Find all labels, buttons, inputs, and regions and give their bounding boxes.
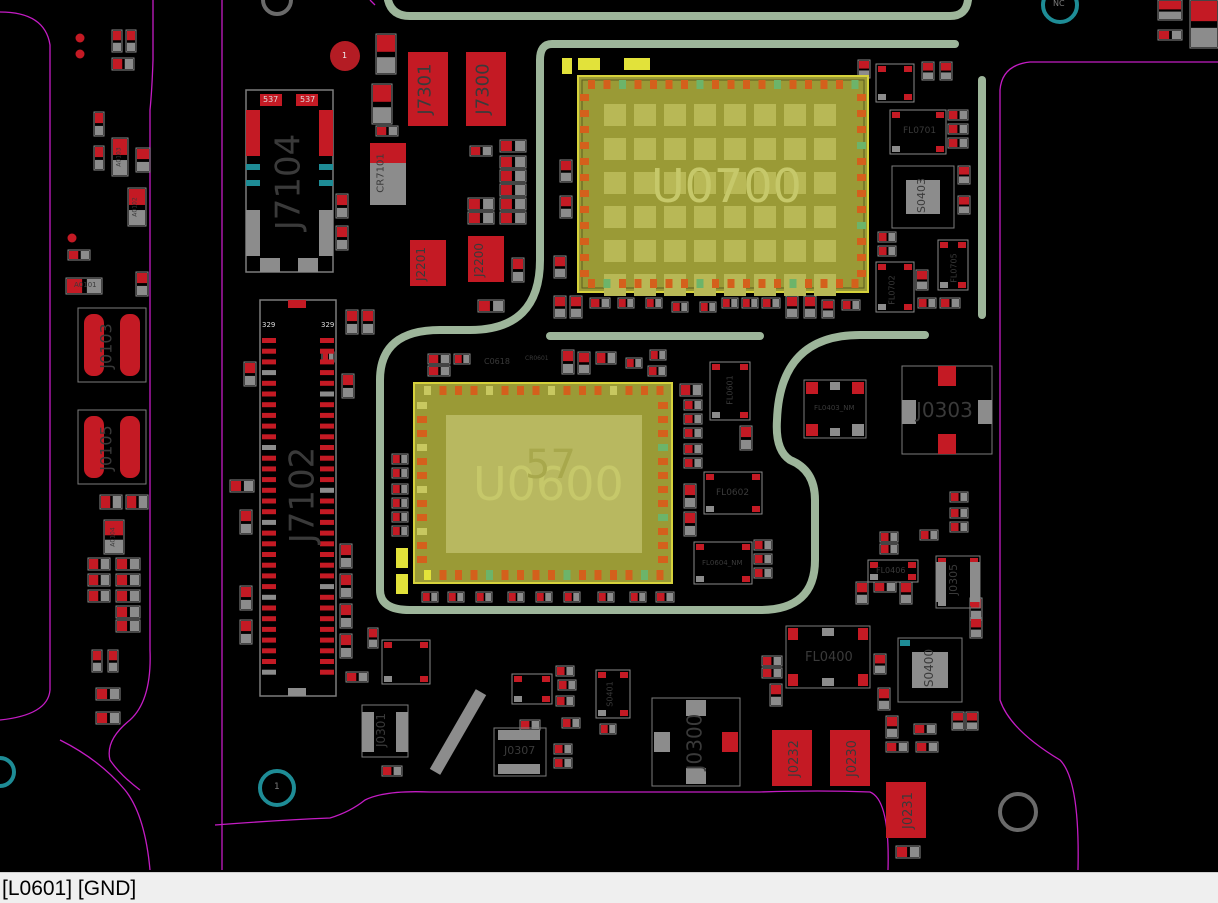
pcb-board-view[interactable]: U0700 U0600 57 J7104 J7102 J7301 J7300 J… bbox=[0, 0, 1218, 872]
label-a0102: A0102 bbox=[131, 197, 139, 217]
label-s0400: S0400 bbox=[922, 648, 937, 688]
label-j0105: J0105 bbox=[96, 425, 116, 471]
label-j2200: J2200 bbox=[472, 242, 487, 278]
label-fl0702: FL0702 bbox=[887, 275, 897, 305]
label-one-b: 1 bbox=[342, 51, 348, 60]
label-fl0406: FL0406 bbox=[876, 566, 906, 575]
switch-s0400[interactable] bbox=[897, 637, 963, 703]
board-outline bbox=[0, 0, 1218, 871]
label-a0101: A0101 bbox=[74, 281, 97, 289]
label-u0600-sub: 57 bbox=[525, 442, 576, 488]
label-u0600: U0600 bbox=[473, 457, 624, 511]
status-text: [L0601] [GND] bbox=[2, 877, 137, 900]
label-u0700: U0700 bbox=[651, 159, 802, 213]
label-fl0400: FL0400 bbox=[805, 650, 853, 665]
label-pin537-b: 537 bbox=[300, 95, 316, 104]
status-bar: [L0601] [GND] bbox=[0, 872, 1218, 903]
label-pin329-b: 329 bbox=[321, 321, 335, 329]
label-j7104: J7104 bbox=[268, 133, 309, 231]
chip-u0700[interactable] bbox=[577, 75, 869, 296]
diagonal-part bbox=[429, 689, 487, 775]
label-a0104: A0104 bbox=[109, 527, 117, 547]
label-j0231: J0231 bbox=[900, 792, 916, 829]
label-cr0601: CR0601 bbox=[525, 355, 549, 362]
connector-j7104[interactable] bbox=[245, 89, 334, 273]
connector-j7102[interactable] bbox=[259, 299, 337, 697]
connector-j0307[interactable] bbox=[493, 727, 547, 777]
connector-j0300[interactable] bbox=[651, 697, 741, 787]
connector-j0301[interactable] bbox=[361, 704, 409, 758]
label-c0618: C0618 bbox=[484, 357, 510, 366]
red-fiducial bbox=[330, 41, 360, 71]
filter-fl0400[interactable] bbox=[785, 625, 871, 689]
switch-s0403[interactable] bbox=[891, 165, 955, 229]
label-j7301: J7301 bbox=[414, 63, 436, 115]
label-fl0403: FL0403_NM bbox=[814, 404, 855, 412]
label-one-a: 1 bbox=[274, 782, 280, 792]
small-components bbox=[65, 0, 1218, 859]
label-fl0601: FL0601 bbox=[725, 375, 735, 405]
pcb-layout-canvas[interactable] bbox=[0, 0, 1218, 872]
label-pin329-a: 329 bbox=[262, 321, 276, 329]
label-nc: NC bbox=[1053, 0, 1065, 8]
connector-j0303[interactable] bbox=[901, 365, 993, 455]
label-j7300: J7300 bbox=[472, 63, 494, 115]
label-s0403: S0403 bbox=[914, 178, 928, 213]
gray-holes bbox=[261, 0, 1038, 832]
yellow-pads bbox=[396, 58, 650, 594]
label-a0103: A0103 bbox=[115, 147, 123, 167]
label-j0300: J0300 bbox=[682, 713, 707, 771]
label-fl0705: FL0705 bbox=[949, 253, 959, 283]
label-j2201: J2201 bbox=[414, 246, 429, 282]
connector-j0305[interactable] bbox=[935, 555, 981, 609]
label-j7102: J7102 bbox=[282, 446, 323, 544]
label-s0401: S0401 bbox=[605, 681, 615, 707]
label-j0303: J0303 bbox=[916, 398, 973, 422]
label-pin537-a: 537 bbox=[263, 95, 279, 104]
mounting-holes bbox=[0, 0, 1079, 807]
label-fl0604: FL0604_NM bbox=[702, 559, 743, 567]
connector-j0103[interactable] bbox=[77, 307, 147, 383]
label-j0232: J0232 bbox=[786, 740, 802, 777]
label-j0103: J0103 bbox=[96, 323, 116, 369]
label-j0307: J0307 bbox=[504, 744, 536, 757]
label-j0305: J0305 bbox=[947, 563, 961, 596]
label-fl0602: FL0602 bbox=[716, 488, 750, 498]
label-cr7101: CR7101 bbox=[375, 153, 387, 193]
filter-fl0403[interactable] bbox=[803, 379, 867, 439]
connector-j0105[interactable] bbox=[77, 409, 147, 485]
board-traces bbox=[376, 0, 986, 614]
label-j0301: J0301 bbox=[374, 712, 389, 748]
large-pads bbox=[370, 52, 926, 838]
chip-u0600[interactable] bbox=[413, 382, 673, 584]
label-j0230: J0230 bbox=[844, 740, 860, 777]
label-fl0701: FL0701 bbox=[903, 126, 937, 136]
